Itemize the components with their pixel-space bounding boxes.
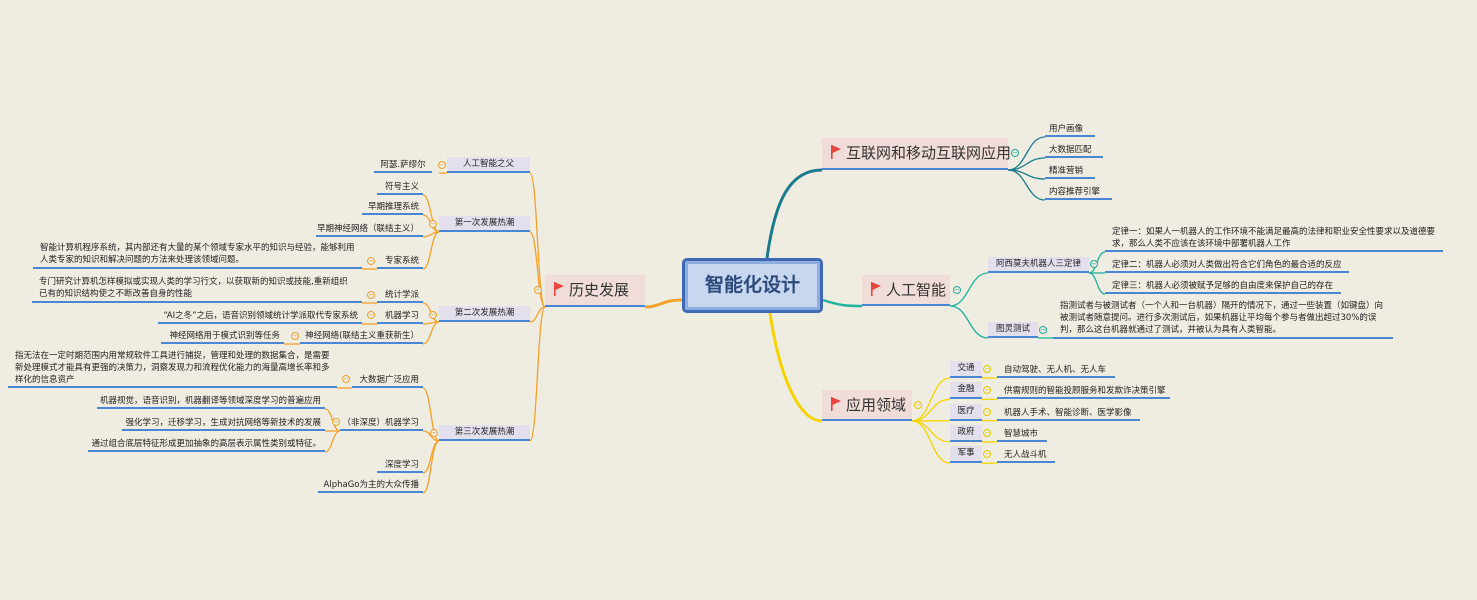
collapse-toggle[interactable]: − (429, 311, 437, 319)
node-bigdata[interactable]: 大数据广泛应用 (352, 373, 423, 388)
flag-icon (831, 145, 841, 159)
topic-label: 历史发展 (569, 281, 630, 299)
branch-connector (911, 420, 951, 464)
branch-connector (422, 321, 440, 345)
node-early-nn[interactable]: 早期神经网络（联结主义） (316, 222, 423, 237)
desc-ml-3: 通过组合底层特征形成更加抽象的高层表示属性类别或特征。 (88, 437, 325, 452)
app-description: 机器人手术、智能诊断、医学影像 (997, 406, 1140, 421)
branch-connector (949, 272, 989, 307)
collapse-toggle[interactable]: − (367, 311, 375, 319)
node-machine-learning[interactable]: 机器学习 (377, 309, 423, 324)
node-statistics[interactable]: 统计学派 (377, 288, 423, 303)
node-deep-learning[interactable]: 深度学习 (377, 458, 423, 473)
main-connector (822, 298, 863, 308)
collapse-toggle[interactable]: − (983, 407, 991, 416)
app-field[interactable]: 交通 (950, 361, 982, 378)
node-non-deep-ml[interactable]: （非深度）机器学习 (340, 416, 423, 431)
collapse-toggle[interactable]: − (342, 375, 350, 383)
branch-connector (1088, 272, 1106, 295)
collapse-toggle[interactable]: − (1039, 326, 1047, 334)
desc-ai-winter: “AI之冬”之后，语音识别领域统计学派取代专家系统 (158, 309, 362, 324)
desc-ml-1: 机器视觉，语音识别，机器翻译等领域深度学习的普遍应用 (97, 394, 325, 409)
collapse-toggle[interactable]: − (983, 428, 991, 437)
desc-expert-system: 智能计算机程序系统，其内部还有大量的某个领域专家水平的知识与经验，能够利用人类专… (33, 242, 362, 269)
branch-connector (422, 440, 440, 494)
branch-connector (422, 387, 440, 442)
branch-connector (529, 231, 546, 308)
root-topic[interactable]: 智能化设计 (682, 258, 823, 313)
branch-connector (529, 306, 546, 323)
node-symbolism[interactable]: 符号主义 (377, 180, 423, 195)
topic-internet[interactable]: 互联网和移动互联网应用 (822, 138, 1012, 170)
collapse-toggle[interactable]: − (438, 161, 446, 169)
collapse-toggle[interactable]: − (983, 386, 991, 395)
node-asimov[interactable]: 阿西莫夫机器人三定律 (988, 257, 1089, 273)
topic-apps[interactable]: 应用领域 (822, 390, 912, 421)
law-3: 定律三：机器人必须被赋予足够的自由度来保护自己的存在 (1105, 279, 1341, 294)
collapse-toggle[interactable]: − (1011, 149, 1019, 157)
node-early-reasoning[interactable]: 早期推理系统 (362, 200, 423, 215)
topic-label: 人工智能 (886, 281, 947, 299)
flag-icon (831, 397, 841, 411)
desc-bigdata: 指无法在一定时期范围内用常规软件工具进行捕捉，管理和处理的数据集合，是需要新处理… (8, 350, 337, 388)
app-description: 供需规则的智能投顾服务和发欺诈决策引擎 (997, 384, 1170, 400)
flag-icon (871, 282, 881, 296)
node-alphago[interactable]: AlphaGo为主的大众传播 (318, 478, 423, 493)
node-samuel[interactable]: 阿瑟.萨缪尔 (374, 158, 432, 173)
node-wave3[interactable]: 第三次发展热潮 (439, 425, 530, 441)
node-expert-system[interactable]: 专家系统 (377, 254, 423, 269)
app-field[interactable]: 金融 (950, 382, 982, 400)
branch-connector (949, 305, 989, 339)
node-ai-father[interactable]: 人工智能之父 (447, 157, 530, 173)
app-description: 无人战斗机 (997, 448, 1055, 464)
app-description: 自动驾驶、无人机、无人车 (997, 363, 1115, 378)
branch-connector (529, 306, 546, 442)
branch-connector (1007, 136, 1046, 171)
desc-statistics: 专门研究计算机怎样模拟或实现人类的学习行文，以获取新的知识或技能,重新组织已有的… (32, 276, 362, 303)
law-1: 定律一：如果人一机器人的工作环境不能满足最高的法律和职业安全性要求以及道德要求，… (1105, 226, 1443, 252)
collapse-toggle[interactable]: − (534, 286, 542, 294)
flag-icon (554, 282, 564, 296)
collapse-toggle[interactable]: − (953, 286, 961, 294)
collapse-toggle[interactable]: − (367, 291, 375, 299)
app-field[interactable]: 医疗 (950, 403, 982, 421)
branch-connector (529, 172, 546, 308)
node-turing[interactable]: 图灵测试 (988, 322, 1038, 338)
branch-connector (911, 420, 951, 443)
law-2: 定律二：机器人必须对人类做出符合它们角色的最合适的反应 (1105, 258, 1349, 273)
collapse-toggle[interactable]: − (914, 401, 922, 409)
main-connector (765, 168, 823, 259)
node-nn-revival[interactable]: 神经网络(联结主义重获新生） (300, 329, 423, 344)
topic-history[interactable]: 历史发展 (545, 275, 645, 307)
collapse-toggle[interactable]: − (430, 429, 438, 437)
branch-connector (422, 231, 440, 270)
node-user-profile[interactable]: 用户画像 (1045, 122, 1095, 137)
branch-connector (324, 430, 341, 453)
main-connector (644, 298, 683, 309)
topic-ai[interactable]: 人工智能 (862, 275, 950, 306)
branch-connector (911, 377, 951, 422)
collapse-toggle[interactable]: − (291, 332, 299, 340)
node-precision-marketing[interactable]: 精准营销 (1045, 164, 1095, 179)
collapse-toggle[interactable]: − (983, 365, 991, 373)
app-description: 智慧城市 (997, 427, 1047, 442)
collapse-toggle[interactable]: − (367, 257, 375, 265)
collapse-toggle[interactable]: − (1090, 260, 1098, 268)
collapse-toggle[interactable]: − (429, 220, 437, 228)
collapse-toggle[interactable]: − (332, 418, 340, 426)
desc-ml-2: 强化学习，迁移学习，生成对抗网络等新技术的发展 (122, 416, 325, 431)
branch-connector (1007, 169, 1046, 201)
app-field[interactable]: 军事 (950, 446, 982, 464)
topic-label: 互联网和移动互联网应用 (846, 144, 1012, 162)
node-bigdata-match[interactable]: 大数据匹配 (1045, 143, 1103, 158)
collapse-toggle[interactable]: − (983, 450, 991, 459)
main-connector (768, 312, 823, 423)
desc-turing: 指测试者与被测试者（一个人和一台机器）隔开的情况下，通过一些装置（如键盘）向被测… (1053, 300, 1393, 339)
node-recommendation[interactable]: 内容推荐引擎 (1045, 185, 1112, 200)
desc-nn-pattern: 神经网络用于模式识别等任务 (161, 329, 284, 344)
node-wave2[interactable]: 第二次发展热潮 (439, 306, 530, 322)
app-field[interactable]: 政府 (950, 424, 982, 442)
node-wave1[interactable]: 第一次发展热潮 (439, 216, 530, 232)
topic-label: 应用领域 (846, 396, 907, 414)
